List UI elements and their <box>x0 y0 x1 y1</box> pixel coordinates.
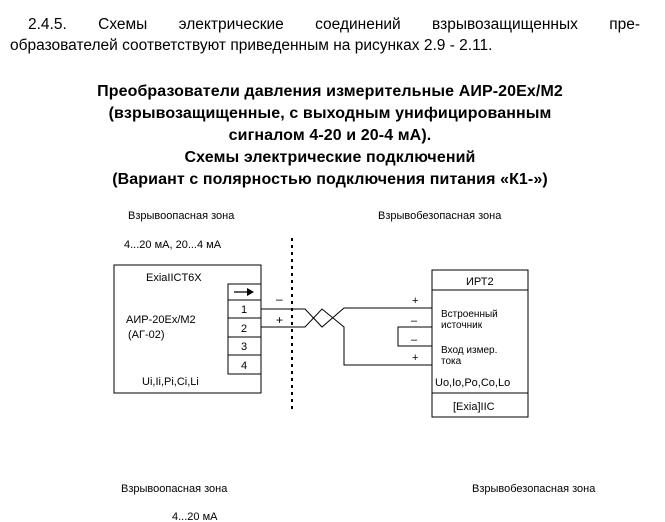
intro-paragraph-line-2: образователей соответствуют приведенным … <box>10 37 493 54</box>
wire-plus-label: + <box>276 313 283 327</box>
wire-2 <box>261 308 432 366</box>
intro-paragraph: 2.4.5. Схемы электрические соединений вз… <box>10 14 640 56</box>
transmitter-marking: ExiaIICT6X <box>146 272 202 284</box>
input-label-2: тока <box>441 356 462 367</box>
source-label-2: источник <box>441 320 483 331</box>
heading-line-1: Преобразователи давления измерительные А… <box>97 83 563 100</box>
barrier-plus-top: + <box>412 295 418 307</box>
heading-line-2: (взрывозащищенные, с выходным унифициров… <box>108 105 552 122</box>
barrier-minus-2: – <box>411 334 418 346</box>
terminal-block <box>227 283 262 375</box>
signal-range-label: 4...20 мА, 20...4 мА <box>124 239 222 251</box>
terminal-3: 3 <box>241 341 247 353</box>
transmitter-params: Ui,Ii,Pi,Ci,Li <box>142 376 199 388</box>
terminal-4: 4 <box>241 360 247 372</box>
input-label-1: Вход измер. <box>441 345 497 356</box>
transmitter-model: АИР-20Ex/М2 <box>126 314 196 326</box>
safe-zone-label: Взрывобезопасная зона <box>378 210 502 222</box>
barrier-marking: [Exia]IIC <box>453 401 495 413</box>
section-heading: Преобразователи давления измерительные А… <box>0 81 660 191</box>
heading-line-4: Схемы электрические подключений <box>184 149 476 166</box>
terminal-2: 2 <box>241 323 247 335</box>
barrier-minus-1: – <box>411 315 418 327</box>
barrier-title: ИРТ2 <box>466 276 494 288</box>
heading-line-5: (Вариант с полярностью подключения питан… <box>112 171 548 188</box>
transmitter-variant: (АГ-02) <box>128 329 165 341</box>
safe-zone-label-2: Взрывобезопасная зона <box>472 483 596 495</box>
wire-minus-label: – <box>276 292 283 306</box>
arrow-head-icon <box>247 288 254 296</box>
heading-line-3: сигналом 4-20 и 20-4 мА). <box>228 127 432 144</box>
signal-range-label-2: 4...20 мА <box>172 511 218 522</box>
jumper-wire <box>397 326 432 347</box>
barrier-box <box>431 269 529 418</box>
source-label-1: Встроенный <box>441 309 498 320</box>
intro-paragraph-line-1: 2.4.5. Схемы электрические соединений вз… <box>28 16 640 33</box>
terminal-1: 1 <box>241 304 247 316</box>
hazardous-zone-label: Взрывоопасная зона <box>128 210 235 222</box>
hazardous-zone-label-2: Взрывоопасная зона <box>121 483 228 495</box>
barrier-plus-bottom: + <box>412 352 418 364</box>
wire-1 <box>261 307 432 328</box>
barrier-params: Uo,Io,Po,Co,Lo <box>435 377 510 389</box>
